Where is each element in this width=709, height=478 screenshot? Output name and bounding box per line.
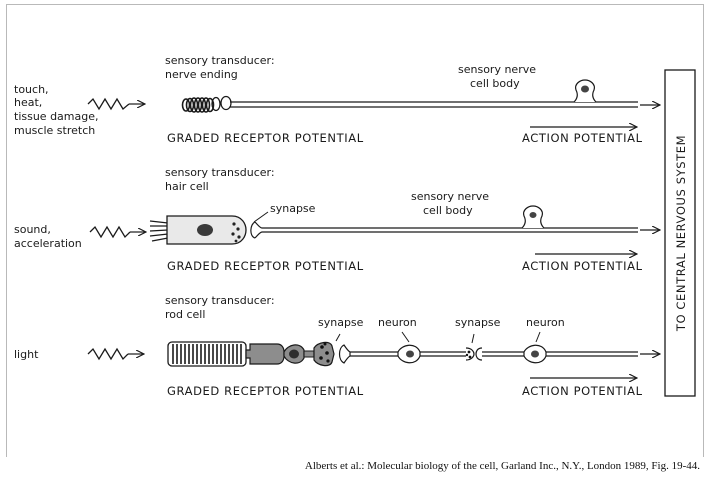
hair-cell-body	[166, 215, 247, 245]
graded-potential-label-3: GRADED RECEPTOR POTENTIAL	[167, 384, 364, 398]
synapse-rod	[335, 333, 351, 364]
row-nerve-ending: touch, heat, tissue damage, muscle stret…	[14, 54, 660, 145]
transducer-label-hair-cell: sensory transducer: hair cell	[165, 166, 278, 193]
cns-box: TO CENTRAL NERVOUS SYSTEM	[664, 69, 696, 397]
stimulus-wave-2	[89, 225, 131, 239]
cell-body-label-2: sensory nerve cell body	[411, 190, 493, 217]
transducer-label-nerve-ending: sensory transducer: nerve ending	[165, 54, 278, 81]
synapse-label-hair-cell: synapse	[270, 202, 316, 215]
synapse-hair-cell	[250, 211, 269, 239]
hair-cell-stereocilia	[149, 220, 169, 242]
stimulus-sound-label: sound, acceleration	[14, 223, 82, 250]
rod-inner-segment	[245, 341, 335, 367]
nerve-ending-coil	[181, 95, 232, 113]
stimulus-wave-3	[87, 347, 129, 361]
synapse-neuron	[465, 333, 483, 361]
cell-body-label-1: sensory nerve cell body	[458, 63, 540, 90]
figure-frame	[6, 4, 704, 457]
stimulus-wave-1	[87, 97, 130, 111]
graded-potential-label-1: GRADED RECEPTOR POTENTIAL	[167, 131, 364, 145]
neuron-label-1: neuron	[378, 316, 417, 329]
axon-3	[350, 351, 638, 357]
cns-label: TO CENTRAL NERVOUS SYSTEM	[674, 135, 688, 332]
stimulus-light-label: light	[14, 348, 39, 361]
neuron-2-body	[523, 331, 547, 364]
row-hair-cell: sound, acceleration sensory transducer: …	[14, 166, 660, 273]
rod-outer-segment	[167, 341, 247, 367]
action-potential-label-2: ACTION POTENTIAL	[522, 259, 643, 273]
row-rod-cell: light sensory transducer: rod cell	[14, 294, 660, 398]
stimulus-touch-label: touch, heat, tissue damage, muscle stret…	[14, 83, 102, 137]
cell-body-1	[573, 79, 597, 103]
neuron-1-body	[397, 331, 421, 364]
synapse-label-rod-2: synapse	[455, 316, 501, 329]
graded-potential-label-2: GRADED RECEPTOR POTENTIAL	[167, 259, 364, 273]
neuron-label-2: neuron	[526, 316, 565, 329]
cell-body-2	[521, 205, 545, 229]
axon-2	[262, 227, 638, 233]
transducer-label-rod-cell: sensory transducer: rod cell	[165, 294, 278, 321]
action-potential-label-1: ACTION POTENTIAL	[522, 131, 643, 145]
axon-1	[230, 101, 638, 108]
action-potential-label-3: ACTION POTENTIAL	[522, 384, 643, 398]
synapse-label-rod-1: synapse	[318, 316, 364, 329]
citation: Alberts et al.: Molecular biology of the…	[304, 460, 700, 472]
